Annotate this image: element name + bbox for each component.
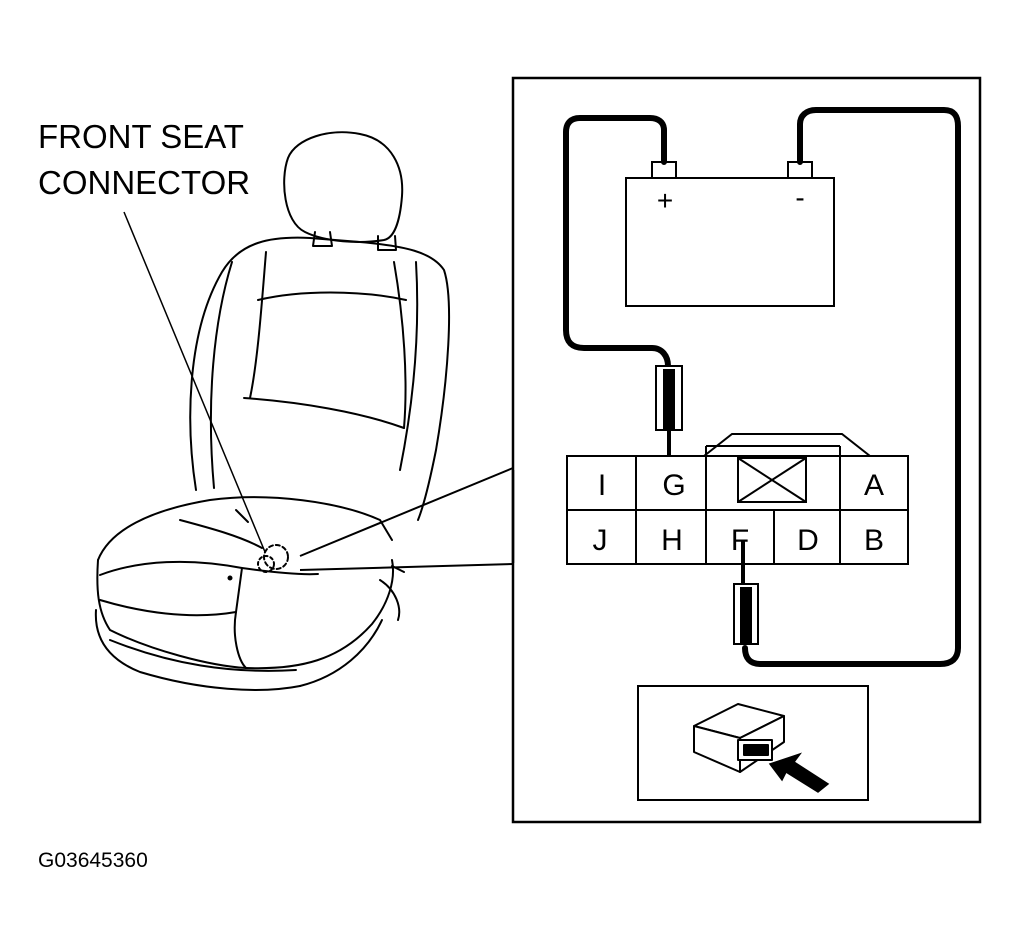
- callout-leader-line: [123, 211, 266, 553]
- pin-label-f: F: [731, 524, 749, 557]
- battery-body: [625, 177, 835, 307]
- pin-label-g: G: [662, 469, 685, 502]
- seat-back: [189, 236, 451, 521]
- seat-illustration: [94, 131, 451, 691]
- positive-wire: [563, 115, 671, 369]
- negative-wire: [742, 107, 961, 667]
- connector-location-marker: [263, 544, 289, 570]
- pin-label-d: D: [797, 524, 819, 557]
- pin-label-h: H: [661, 524, 683, 557]
- callout-label-line1: FRONT SEAT: [38, 118, 244, 155]
- headrest: [283, 131, 404, 243]
- jumper-wires: [563, 107, 961, 667]
- zoom-wedge: [299, 467, 514, 571]
- battery-positive-label: +: [657, 185, 673, 216]
- figure-code: G03645360: [38, 849, 148, 872]
- pin-label-b: B: [864, 524, 884, 557]
- probe-bottom: [733, 540, 759, 645]
- view-direction-arrow-icon: [768, 752, 830, 793]
- connector-view-icon: [693, 703, 785, 773]
- seat-cushion: [97, 496, 393, 561]
- callout-label-line2: CONNECTOR: [38, 164, 251, 201]
- battery-negative-label: -: [795, 182, 804, 213]
- pin-label-a: A: [864, 469, 884, 502]
- battery: [625, 161, 835, 307]
- pin-label-j: J: [593, 524, 608, 557]
- probe-top: [655, 365, 683, 460]
- front-seat-connector: [566, 433, 909, 565]
- pin-label-i: I: [598, 469, 606, 502]
